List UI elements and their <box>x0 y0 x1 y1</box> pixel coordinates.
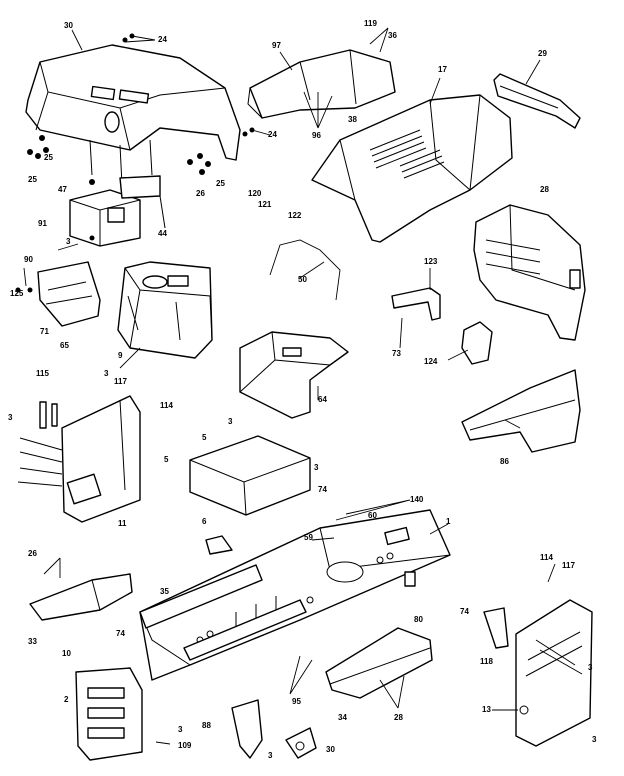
callout-117-right: 117 <box>562 561 575 570</box>
callout-123: 123 <box>424 257 438 266</box>
callout-labels: 30 24 97 119 36 29 17 24 96 38 25 25 25 … <box>8 19 597 760</box>
hood-part <box>311 94 513 243</box>
callout-3-d: 3 <box>228 417 233 426</box>
small-brackets <box>391 287 493 365</box>
callout-124: 124 <box>424 357 438 366</box>
leader-lines <box>23 27 556 745</box>
callout-44: 44 <box>158 229 167 238</box>
bottom-brackets <box>231 699 317 759</box>
left-dash-panel-part <box>17 395 141 523</box>
callout-74-b: 74 <box>460 607 469 616</box>
callout-24-top: 24 <box>158 35 167 44</box>
callout-35: 35 <box>160 587 169 596</box>
callout-3-c: 3 <box>8 413 13 422</box>
wire-part <box>269 239 341 301</box>
callout-3-h: 3 <box>268 751 273 760</box>
fuel-tank-part <box>117 261 213 359</box>
callout-29: 29 <box>538 49 547 58</box>
callout-47: 47 <box>58 185 67 194</box>
callout-119: 119 <box>364 19 377 28</box>
callout-6: 6 <box>202 517 207 526</box>
callout-13: 13 <box>482 705 491 714</box>
callout-3-a: 3 <box>66 237 71 246</box>
callout-30-console: 30 <box>64 21 73 30</box>
side-skirt-part <box>461 369 581 453</box>
callout-26-c: 26 <box>28 549 37 558</box>
callout-59: 59 <box>304 533 313 542</box>
latch-bracket-part <box>205 535 233 555</box>
callout-65: 65 <box>60 341 69 350</box>
hood-vent-slots <box>369 129 445 179</box>
callout-73: 73 <box>392 349 401 358</box>
callout-140: 140 <box>410 495 424 504</box>
callout-3-e: 3 <box>314 463 319 472</box>
callout-88: 88 <box>202 721 211 730</box>
callout-24-mid: 24 <box>268 130 277 139</box>
callout-74-c: 74 <box>116 629 125 638</box>
callout-3-i: 3 <box>592 735 597 744</box>
front-plate-part <box>75 667 143 761</box>
callout-5-a: 5 <box>202 433 207 442</box>
callout-86: 86 <box>500 457 509 466</box>
callout-109: 109 <box>178 741 192 750</box>
callout-114-left: 114 <box>160 401 173 410</box>
callout-122: 122 <box>288 211 302 220</box>
callout-36: 36 <box>388 31 397 40</box>
callout-50: 50 <box>298 275 307 284</box>
callout-1: 1 <box>446 517 451 526</box>
callout-120: 120 <box>248 189 262 198</box>
floor-pan-part <box>29 573 133 621</box>
callout-74-a: 74 <box>318 485 327 494</box>
callout-10: 10 <box>62 649 71 658</box>
callout-34: 34 <box>338 713 347 722</box>
callout-33: 33 <box>28 637 37 646</box>
callout-25-c: 25 <box>216 179 225 188</box>
callout-90: 90 <box>24 255 33 264</box>
callout-5-b: 5 <box>164 455 169 464</box>
trim-bar-part <box>493 73 581 129</box>
callout-97: 97 <box>272 41 281 50</box>
callout-125: 125 <box>10 289 24 298</box>
callout-38: 38 <box>348 115 357 124</box>
callout-30-bottom: 30 <box>326 745 335 754</box>
callout-28: 28 <box>540 185 549 194</box>
hardware-fasteners <box>15 33 255 293</box>
callout-96: 96 <box>312 131 321 140</box>
callout-25-a: 25 <box>44 153 53 162</box>
steering-support-part <box>239 331 349 419</box>
callout-3-g: 3 <box>178 725 183 734</box>
callout-115: 115 <box>36 369 49 378</box>
callout-64: 64 <box>318 395 327 404</box>
callout-2: 2 <box>64 695 69 704</box>
callout-9: 9 <box>118 351 123 360</box>
pedal-bracket-part <box>483 607 509 649</box>
callout-114-right: 114 <box>540 553 553 562</box>
left-frame-rail-part <box>139 564 307 661</box>
footrest-part <box>325 627 433 699</box>
callout-118: 118 <box>480 657 493 666</box>
callout-3-b: 3 <box>104 369 109 378</box>
callout-25-b: 25 <box>28 175 37 184</box>
callout-3-f: 3 <box>588 663 593 672</box>
callout-17: 17 <box>438 65 447 74</box>
callout-121: 121 <box>258 200 272 209</box>
callout-95: 95 <box>292 697 301 706</box>
rear-cover-part <box>247 49 396 119</box>
console-bracket-part <box>69 175 166 247</box>
grille-part <box>473 204 586 341</box>
right-dash-panel-part <box>515 599 593 747</box>
callout-11: 11 <box>118 519 127 528</box>
callout-80: 80 <box>414 615 423 624</box>
dashboard-console-part <box>25 44 241 186</box>
cable-clip-part <box>39 401 58 429</box>
callout-91: 91 <box>38 219 47 228</box>
callout-117-left: 117 <box>114 377 127 386</box>
callout-60: 60 <box>368 511 377 520</box>
callout-26-a: 26 <box>196 189 205 198</box>
callout-28-b: 28 <box>394 713 403 722</box>
callout-71: 71 <box>40 327 49 336</box>
side-panel-part <box>37 261 101 327</box>
battery-box-part <box>189 435 311 516</box>
